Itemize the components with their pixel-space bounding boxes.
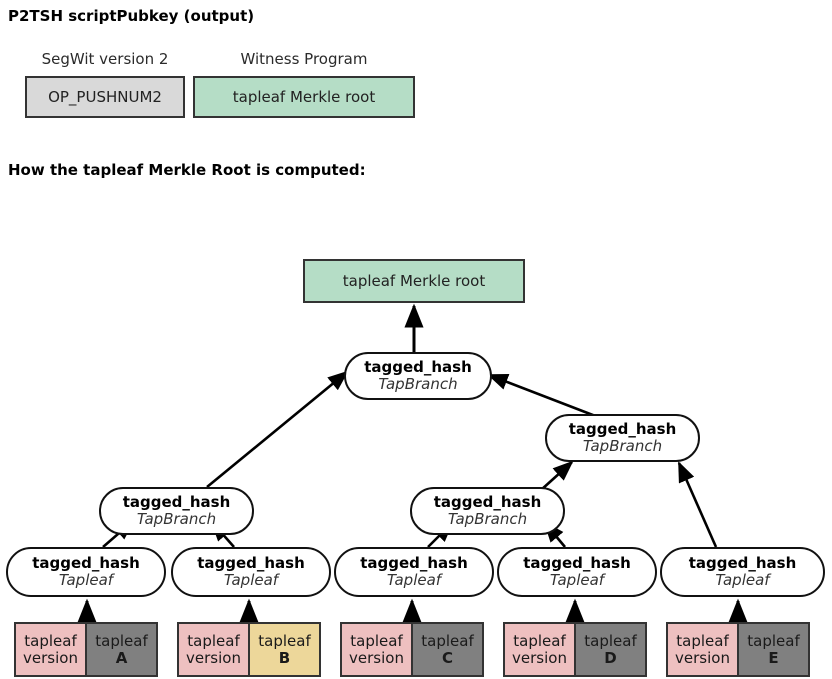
edge-branchleft-to-branchtop — [206, 370, 349, 489]
node-title: tagged_hash — [197, 554, 305, 573]
node-leaf-a: tagged_hash Tapleaf — [6, 547, 166, 597]
segwit-version-value-box: OP_PUSHNUM2 — [25, 76, 185, 118]
leafbox-a-script: tapleaf A — [85, 622, 158, 677]
node-subtitle: Tapleaf — [549, 571, 605, 589]
node-branch-top: tagged_hash TapBranch — [344, 352, 492, 400]
node-subtitle: TapBranch — [378, 375, 458, 393]
leafbox-e-script: tapleaf E — [737, 622, 810, 677]
node-branch-left: tagged_hash TapBranch — [99, 487, 254, 535]
leafbox-script-line1: tapleaf — [584, 632, 637, 651]
leafbox-script-line2: D — [604, 648, 617, 667]
node-subtitle: Tapleaf — [386, 571, 442, 589]
leafbox-d-version: tapleaf version — [503, 622, 576, 677]
section-title-merkle-computation: How the tapleaf Merkle Root is computed: — [8, 161, 366, 179]
node-leaf-b: tagged_hash Tapleaf — [171, 547, 331, 597]
leafbox-version-line2: version — [23, 648, 78, 667]
node-subtitle: TapBranch — [447, 510, 528, 528]
leafbox-c-script: tapleaf C — [411, 622, 484, 677]
leafbox-a: tapleaf version tapleaf A — [14, 622, 158, 677]
segwit-version-label: SegWit version 2 — [41, 50, 169, 68]
edge-leafe-to-branchright — [677, 461, 718, 548]
node-subtitle: TapBranch — [136, 510, 217, 528]
leafbox-version-line2: version — [675, 648, 730, 667]
witness-program-label: Witness Program — [240, 50, 368, 68]
leafbox-d: tapleaf version tapleaf D — [503, 622, 647, 677]
leafbox-script-line2: B — [278, 648, 291, 667]
leafbox-script-line1: tapleaf — [95, 632, 148, 651]
node-subtitle: Tapleaf — [223, 571, 279, 589]
leafbox-script-line1: tapleaf — [258, 632, 311, 651]
leafbox-version-line1: tapleaf — [676, 632, 729, 651]
leafbox-a-version: tapleaf version — [14, 622, 87, 677]
leafbox-c: tapleaf version tapleaf C — [340, 622, 484, 677]
node-title: tagged_hash — [433, 493, 542, 512]
leafbox-version-line1: tapleaf — [350, 632, 403, 651]
leafbox-version-line2: version — [186, 648, 241, 667]
node-subtitle: Tapleaf — [715, 571, 770, 589]
node-subtitle: Tapleaf — [58, 571, 114, 589]
leafbox-version-line2: version — [512, 648, 567, 667]
leafbox-b-script: tapleaf B — [248, 622, 321, 677]
leafbox-b-version: tapleaf version — [177, 622, 250, 677]
node-title: tagged_hash — [122, 493, 231, 512]
node-branch-right: tagged_hash TapBranch — [545, 414, 700, 462]
edge-branchright-to-branchtop — [487, 373, 599, 419]
leafbox-script-line2: E — [768, 648, 779, 667]
tapleaf-merkle-root-box: tapleaf Merkle root — [303, 259, 525, 303]
node-subtitle: TapBranch — [582, 437, 663, 455]
node-title: tagged_hash — [364, 358, 472, 377]
node-title: tagged_hash — [523, 554, 631, 573]
leafbox-version-line1: tapleaf — [187, 632, 240, 651]
node-title: tagged_hash — [360, 554, 468, 573]
node-leaf-d: tagged_hash Tapleaf — [497, 547, 657, 597]
node-branch-mid: tagged_hash TapBranch — [410, 487, 565, 535]
node-title: tagged_hash — [568, 420, 677, 439]
page-title-scriptpubkey: P2TSH scriptPubkey (output) — [8, 7, 255, 25]
leafbox-d-script: tapleaf D — [574, 622, 647, 677]
node-title: tagged_hash — [688, 554, 797, 573]
leafbox-c-version: tapleaf version — [340, 622, 413, 677]
leafbox-version-line1: tapleaf — [513, 632, 566, 651]
leafbox-e: tapleaf version tapleaf E — [666, 622, 810, 677]
node-title: tagged_hash — [32, 554, 140, 573]
leafbox-e-version: tapleaf version — [666, 622, 739, 677]
leafbox-version-line1: tapleaf — [24, 632, 77, 651]
witness-program-value-box: tapleaf Merkle root — [193, 76, 415, 118]
leafbox-script-line2: A — [115, 648, 128, 667]
node-leaf-e: tagged_hash Tapleaf — [660, 547, 825, 597]
leafbox-version-line2: version — [349, 648, 404, 667]
leafbox-script-line1: tapleaf — [747, 632, 800, 651]
leafbox-script-line1: tapleaf — [421, 632, 474, 651]
edge-branchmid-to-branchright — [540, 460, 574, 491]
leafbox-b: tapleaf version tapleaf B — [177, 622, 321, 677]
leafbox-script-line2: C — [441, 648, 453, 667]
node-leaf-c: tagged_hash Tapleaf — [334, 547, 494, 597]
